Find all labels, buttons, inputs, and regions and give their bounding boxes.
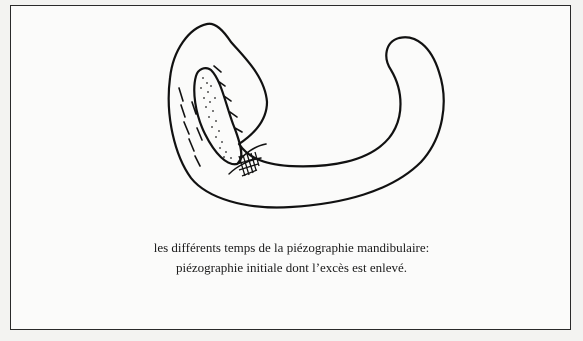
- excess-hatching: [179, 66, 242, 166]
- mandible-piezography-drawing: [11, 6, 572, 331]
- caption-line-1: les différents temps de la piézographie …: [11, 238, 572, 258]
- caption-line-2: piézographie initiale dont l’excès est e…: [11, 258, 572, 278]
- figure-caption: les différents temps de la piézographie …: [11, 238, 572, 278]
- inner-piezography-strip: [194, 68, 241, 164]
- figure-frame: les différents temps de la piézographie …: [10, 5, 571, 330]
- arch-outer-outline: [169, 24, 444, 208]
- stippling: [200, 77, 232, 159]
